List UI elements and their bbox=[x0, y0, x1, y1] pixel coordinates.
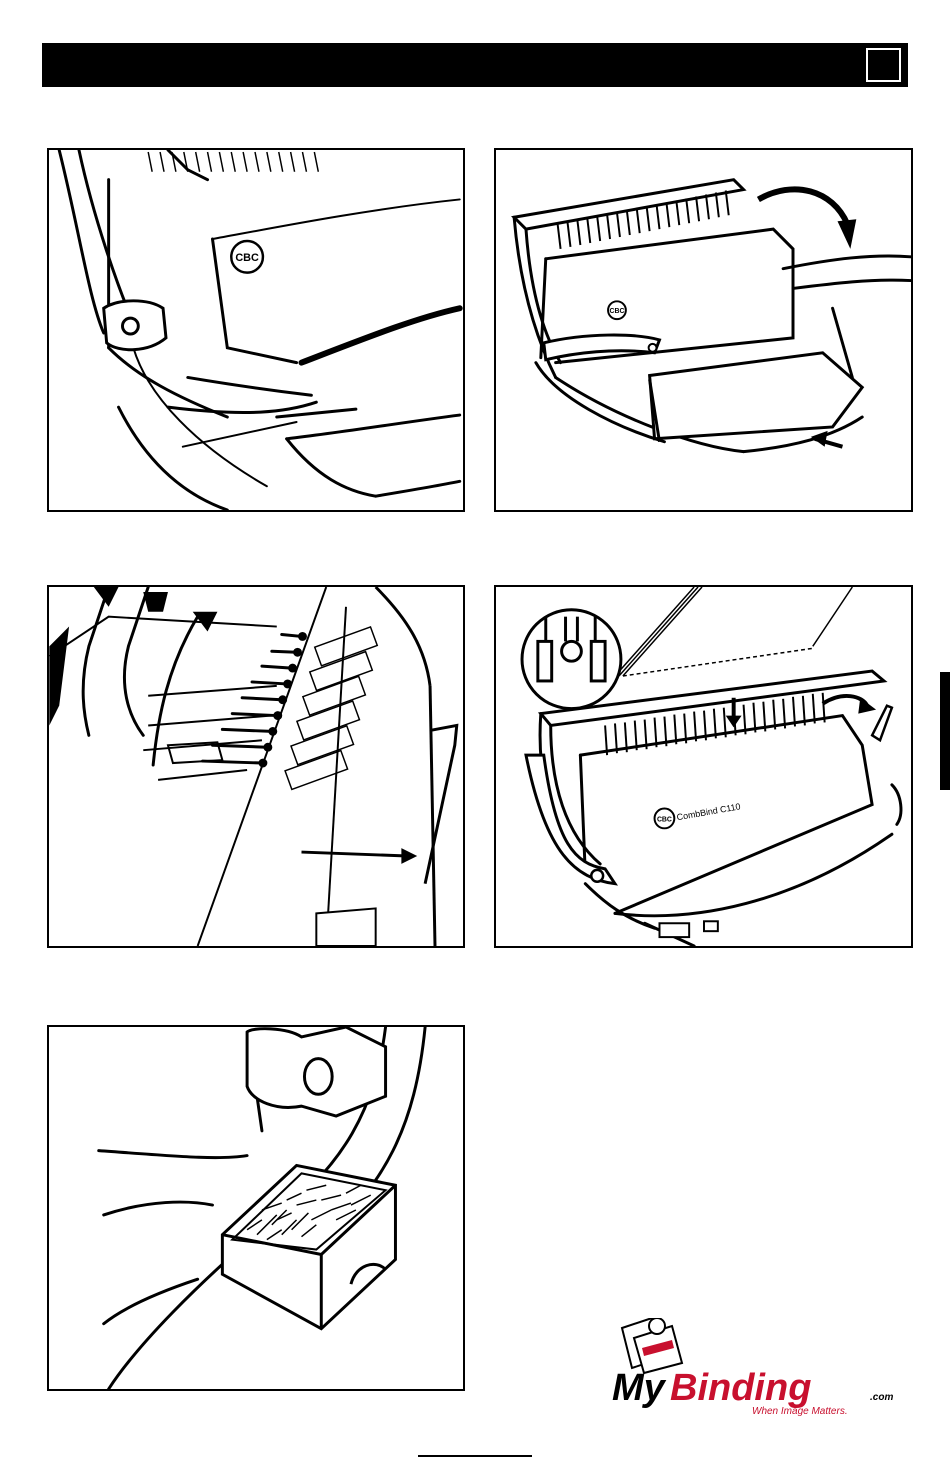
cbc-brand-mark: CBC bbox=[235, 252, 259, 264]
page-edge-tab bbox=[940, 672, 950, 790]
mybinding-logo: My Binding .com When Image Matters. bbox=[612, 1318, 902, 1418]
illustration-panel-2: CBC bbox=[494, 148, 913, 512]
binding-machine-handle-illustration: CBC bbox=[49, 150, 463, 510]
logo-text-domain: .com bbox=[870, 1392, 893, 1403]
cbc-brand-mark: CBC bbox=[657, 816, 672, 823]
section-number-box bbox=[866, 48, 901, 82]
chip-tray-illustration bbox=[49, 1027, 463, 1389]
binding-machine-comb-placement-illustration: CBC CombBind C110 bbox=[496, 587, 911, 946]
section-header-bar bbox=[42, 43, 908, 87]
model-label: CombBind C110 bbox=[676, 801, 741, 822]
illustration-panel-3 bbox=[47, 585, 465, 948]
mybinding-logo-graphic: My Binding .com When Image Matters. bbox=[612, 1318, 902, 1418]
illustration-panel-4: CBC CombBind C110 bbox=[494, 585, 913, 948]
binding-machine-paper-insert-illustration: CBC bbox=[496, 150, 911, 510]
logo-text-binding: Binding bbox=[670, 1367, 811, 1409]
document-stack-icon bbox=[622, 1318, 682, 1373]
footer-rule bbox=[418, 1455, 532, 1457]
logo-text-my: My bbox=[612, 1367, 667, 1409]
comb-size-selector-illustration bbox=[49, 587, 463, 946]
cbc-brand-mark: CBC bbox=[609, 308, 624, 315]
logo-tagline: When Image Matters. bbox=[752, 1406, 848, 1417]
illustration-panel-1: CBC bbox=[47, 148, 465, 512]
illustration-panel-5 bbox=[47, 1025, 465, 1391]
